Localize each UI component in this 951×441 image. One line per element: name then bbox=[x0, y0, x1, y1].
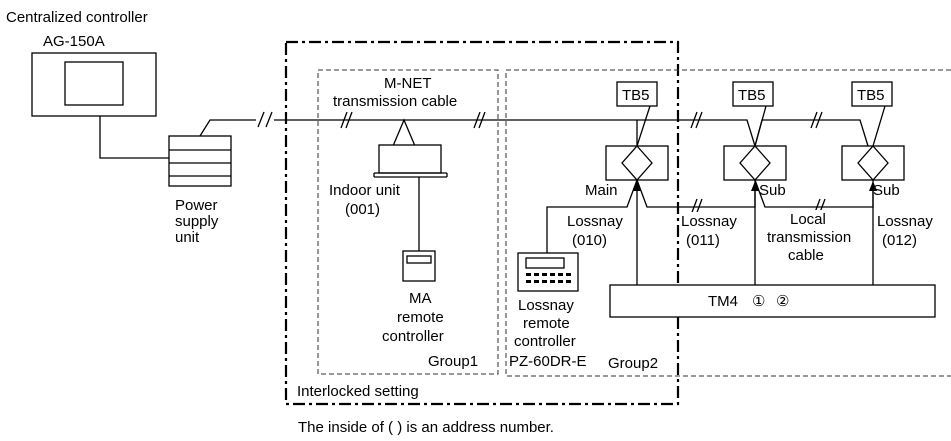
lossnay-tick-a bbox=[690, 111, 703, 129]
indoor-unit bbox=[373, 144, 448, 178]
power-supply-unit bbox=[168, 135, 232, 187]
lossnay-unit-1 bbox=[605, 145, 669, 181]
local-cable-label-2: transmission bbox=[767, 229, 851, 246]
ma-remote-controller bbox=[402, 250, 436, 282]
centralized-controller bbox=[31, 52, 157, 117]
interlocked-boundary bbox=[284, 40, 680, 406]
mnet-line-a bbox=[199, 119, 256, 137]
group1-label: Group1 bbox=[428, 353, 478, 370]
centralized-controller-model: AG-150A bbox=[43, 33, 105, 50]
group1-boundary bbox=[317, 69, 499, 375]
tb5-box-3: TB5 bbox=[851, 81, 893, 147]
tb5-box-2: TB5 bbox=[732, 81, 774, 147]
indoor-unit-label: Indoor unit bbox=[329, 182, 401, 199]
group2-label: Group2 bbox=[608, 355, 658, 372]
local-cable-label-1: Local bbox=[790, 211, 826, 228]
mnet-tick-1 bbox=[340, 111, 353, 129]
lossnay-2-name: Lossnay bbox=[681, 213, 737, 230]
lossnay-remote-label-1: Lossnay bbox=[518, 297, 574, 314]
lossnay-1-role: Main bbox=[585, 182, 618, 199]
tm4-label: TM4 bbox=[708, 293, 738, 310]
lossnay-remote-label-2: remote bbox=[523, 315, 570, 332]
controller-power-wire bbox=[99, 116, 169, 159]
lossnay-2-3-link bbox=[754, 119, 869, 147]
tm4-block bbox=[609, 284, 936, 318]
centralized-controller-title: Centralized controller bbox=[6, 9, 148, 26]
tm4-terminal-2: ② bbox=[776, 293, 789, 310]
power-supply-label-2: supply bbox=[175, 213, 219, 230]
indoor-unit-address: (001) bbox=[345, 201, 380, 218]
lossnay-remote-controller bbox=[517, 252, 579, 292]
mnet-break-mark bbox=[257, 111, 273, 128]
lossnay-unit-2 bbox=[723, 145, 787, 181]
indoor-drop-wire bbox=[392, 118, 416, 147]
mnet-label-2: transmission cable bbox=[333, 93, 457, 110]
power-supply-label-3: unit bbox=[175, 229, 200, 246]
lossnay-remote-label-4: PZ-60DR-E bbox=[509, 353, 587, 370]
local-cable-label-3: cable bbox=[788, 247, 824, 264]
ma-remote-label-1: MA bbox=[409, 290, 432, 307]
lossnay-1-address: (010) bbox=[572, 232, 607, 249]
mnet-label-bg bbox=[330, 72, 490, 112]
tb5-box-1: TB5 bbox=[616, 81, 658, 147]
lossnay-1-2-link bbox=[637, 119, 756, 147]
svg-text:TB5: TB5 bbox=[622, 87, 650, 104]
tm4-terminal-1: ① bbox=[752, 293, 765, 310]
lossnay-unit-3 bbox=[841, 145, 905, 181]
lossnay-remote-label-3: controller bbox=[514, 333, 576, 350]
lossnay-3-address: (012) bbox=[882, 232, 917, 249]
lossnay-3-name: Lossnay bbox=[877, 213, 933, 230]
svg-text:TB5: TB5 bbox=[738, 87, 766, 104]
lossnay-2-address: (011) bbox=[686, 232, 720, 249]
lossnay-remote-wire bbox=[546, 179, 638, 253]
lossnay-tick-b bbox=[810, 111, 823, 129]
ma-remote-label-2: remote bbox=[397, 309, 444, 326]
lossnay-3-role: Sub bbox=[873, 182, 900, 199]
lossnay-1-name: Lossnay bbox=[567, 213, 623, 230]
lossnay-2-role: Sub bbox=[759, 182, 786, 199]
power-supply-label-1: Power bbox=[175, 197, 218, 214]
svg-text:TB5: TB5 bbox=[857, 87, 885, 104]
interlocked-label: Interlocked setting bbox=[297, 383, 419, 400]
ma-remote-label-3: controller bbox=[382, 328, 444, 345]
footnote: The inside of ( ) is an address number. bbox=[298, 419, 554, 436]
tm4-arrows bbox=[633, 181, 877, 285]
mnet-label-1: M-NET bbox=[384, 75, 432, 92]
mnet-tick-2 bbox=[473, 111, 486, 129]
